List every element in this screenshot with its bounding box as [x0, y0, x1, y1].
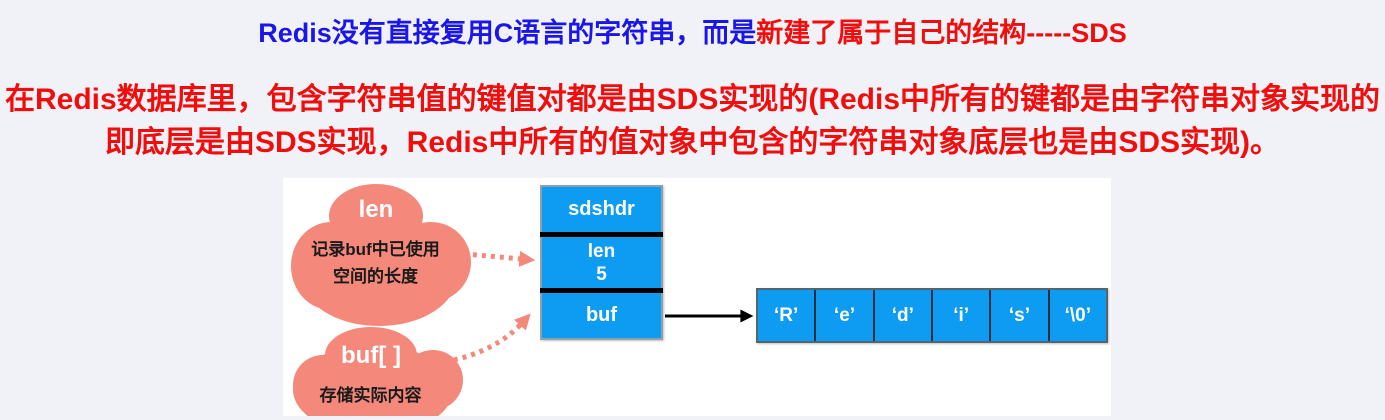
heading-line-2: 在Redis数据库里，包含字符串值的键值对都是由SDS实现的(Redis中所有的…: [4, 83, 1381, 116]
struct-header-cell: sdshdr: [568, 198, 635, 221]
struct-len-label: len: [587, 240, 616, 262]
diagram-shapes: [291, 184, 754, 416]
len-cloud-shape: [291, 184, 471, 326]
struct-len-cell: len 5: [542, 237, 661, 287]
dotted-arrow-buf: [444, 313, 531, 365]
sds-diagram-canvas: len 记录buf中已使用 空间的长度 buf[ ] 存储实际内容 sdshdr…: [283, 178, 1111, 416]
heading-line-3: 即底层是由SDS实现，Redis中所有的值对象中包含的字符串对象底层也是由SDS…: [104, 126, 1281, 159]
struct-divider-bottom: [540, 287, 663, 293]
heading-line-1-blue-part: Redis没有直接复用C语言的字符串，而是: [258, 18, 757, 48]
char-cell-s: ‘s’: [991, 290, 1050, 341]
char-cell-i: ‘i’: [932, 290, 992, 341]
char-cell-null: ‘\0’: [1049, 290, 1106, 341]
heading-line-1-red-part: 新建了属于自己的结构-----SDS: [756, 18, 1127, 48]
dotted-arrow-len: [454, 250, 536, 267]
char-cell-R: ‘R’: [758, 290, 817, 341]
char-cell-d: ‘d’: [874, 290, 933, 341]
heading-line-1: Redis没有直接复用C语言的字符串，而是新建了属于自己的结构-----SDS: [0, 11, 1385, 50]
char-array: ‘R’ ‘e’ ‘d’ ‘i’ ‘s’ ‘\0’: [756, 288, 1108, 343]
struct-buf-cell: buf: [585, 303, 618, 326]
struct-divider-top: [540, 232, 663, 238]
buf-cloud-shape: [293, 327, 463, 416]
char-cell-e: ‘e’: [816, 290, 875, 341]
struct-len-value: 5: [596, 263, 607, 285]
sdshdr-struct-box: sdshdr len 5 buf: [540, 185, 663, 340]
